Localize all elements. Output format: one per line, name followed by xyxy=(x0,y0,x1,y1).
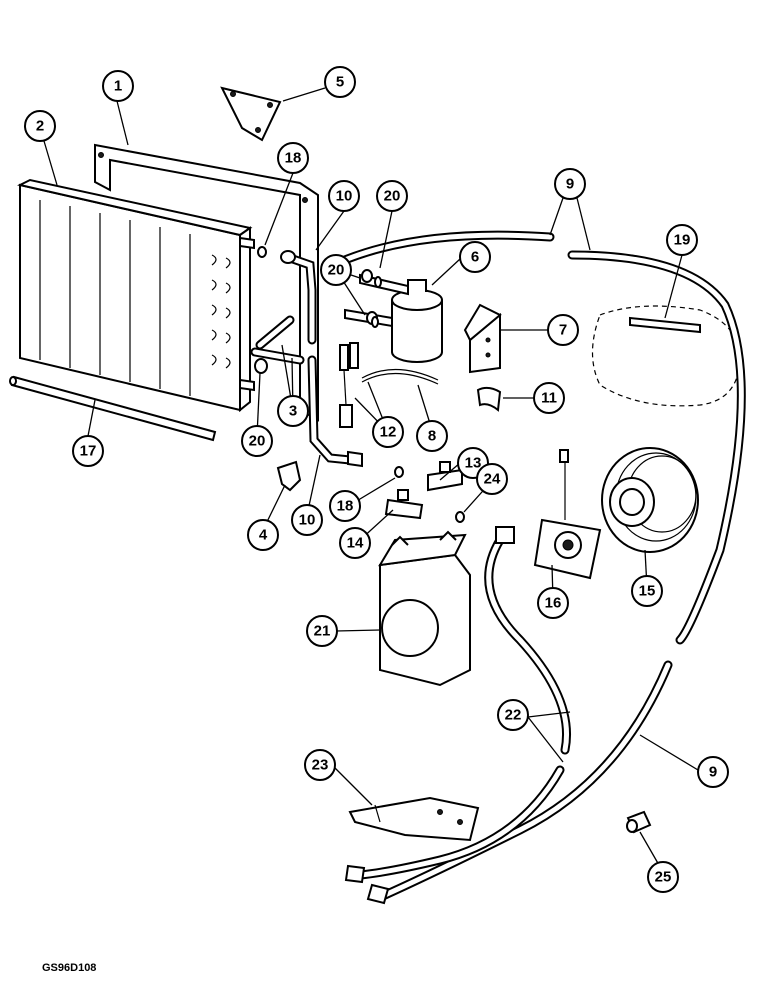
callouts: 1 2 5 18 10 20 9 19 6 20 7 3 11 12 8 20 … xyxy=(24,66,729,893)
callout-5: 5 xyxy=(324,66,356,98)
svg-text:7: 7 xyxy=(559,322,567,339)
compressor xyxy=(378,530,471,687)
callout-20-lower: 20 xyxy=(241,425,273,457)
condenser-tube-bends xyxy=(211,254,231,369)
svg-text:18: 18 xyxy=(285,150,302,167)
svg-text:16: 16 xyxy=(545,595,562,612)
condenser xyxy=(17,178,255,413)
drive-belt xyxy=(591,305,741,407)
support-rod xyxy=(9,375,217,442)
callout-21: 21 xyxy=(306,615,338,647)
callout-9-lower: 9 xyxy=(697,756,729,788)
mounting-bracket xyxy=(348,796,480,842)
pulley xyxy=(601,447,699,553)
svg-text:10: 10 xyxy=(336,188,353,205)
svg-text:3: 3 xyxy=(289,403,297,420)
callout-25: 25 xyxy=(647,861,679,893)
svg-text:18: 18 xyxy=(337,498,354,515)
svg-text:22: 22 xyxy=(505,707,522,724)
washers xyxy=(254,246,465,523)
svg-text:2: 2 xyxy=(36,118,44,135)
svg-text:10: 10 xyxy=(299,512,316,529)
refrigerant-line-lower xyxy=(307,355,363,468)
callout-12: 12 xyxy=(372,416,404,448)
suction-hose xyxy=(344,526,572,884)
mounting-frame xyxy=(94,143,319,422)
callout-23: 23 xyxy=(304,749,336,781)
callout-2: 2 xyxy=(24,110,56,142)
callout-19: 19 xyxy=(666,224,698,256)
drier-bracket xyxy=(463,303,502,374)
callout-8: 8 xyxy=(416,420,448,452)
svg-text:24: 24 xyxy=(484,471,501,488)
tee-fitting-lower xyxy=(384,489,424,520)
callout-20-mid: 20 xyxy=(320,254,352,286)
small-bracket xyxy=(276,460,302,492)
clutch-plate xyxy=(533,449,602,580)
svg-text:17: 17 xyxy=(80,443,97,460)
svg-text:9: 9 xyxy=(709,764,717,781)
svg-text:13: 13 xyxy=(465,455,482,472)
drawing-code: GS96D108 xyxy=(42,962,96,974)
svg-text:20: 20 xyxy=(328,262,345,279)
refrigerant-line-upper xyxy=(280,250,317,345)
bracket-plate xyxy=(220,86,282,142)
hose-clip xyxy=(476,386,502,412)
svg-text:21: 21 xyxy=(314,623,331,640)
svg-text:4: 4 xyxy=(259,527,268,544)
callout-15: 15 xyxy=(631,575,663,607)
tee-fitting-upper xyxy=(427,461,463,492)
callout-10-lower: 10 xyxy=(291,504,323,536)
svg-text:25: 25 xyxy=(655,869,672,886)
svg-text:23: 23 xyxy=(312,757,329,774)
svg-text:19: 19 xyxy=(674,232,691,249)
callout-17: 17 xyxy=(72,435,104,467)
svg-text:5: 5 xyxy=(336,74,344,91)
svg-text:9: 9 xyxy=(566,176,574,193)
callout-22: 22 xyxy=(497,699,529,731)
callout-11: 11 xyxy=(533,382,565,414)
hose-pieces xyxy=(250,315,305,365)
discharge-hose xyxy=(335,230,746,905)
callout-18-upper: 18 xyxy=(277,142,309,174)
callout-18-lower: 18 xyxy=(329,490,361,522)
pressure-switches xyxy=(339,342,359,428)
callout-3: 3 xyxy=(277,395,309,427)
callout-14: 14 xyxy=(339,527,371,559)
service-fitting xyxy=(626,810,652,834)
callout-1: 1 xyxy=(102,70,134,102)
callout-16: 16 xyxy=(537,587,569,619)
svg-text:20: 20 xyxy=(249,433,266,450)
svg-text:20: 20 xyxy=(384,188,401,205)
callout-20-top: 20 xyxy=(376,180,408,212)
svg-text:15: 15 xyxy=(639,583,656,600)
receiver-drier xyxy=(344,269,443,363)
capillary-wire xyxy=(361,368,439,385)
callout-4: 4 xyxy=(247,519,279,551)
callout-6: 6 xyxy=(459,241,491,273)
svg-text:6: 6 xyxy=(471,249,479,266)
svg-text:14: 14 xyxy=(347,535,364,552)
callout-10-upper: 10 xyxy=(328,180,360,212)
svg-text:1: 1 xyxy=(114,78,122,95)
svg-text:11: 11 xyxy=(541,390,557,407)
callout-7: 7 xyxy=(547,314,579,346)
callout-9-upper: 9 xyxy=(554,168,586,200)
svg-text:12: 12 xyxy=(380,424,397,441)
callout-24: 24 xyxy=(476,463,508,495)
svg-text:8: 8 xyxy=(428,428,436,445)
